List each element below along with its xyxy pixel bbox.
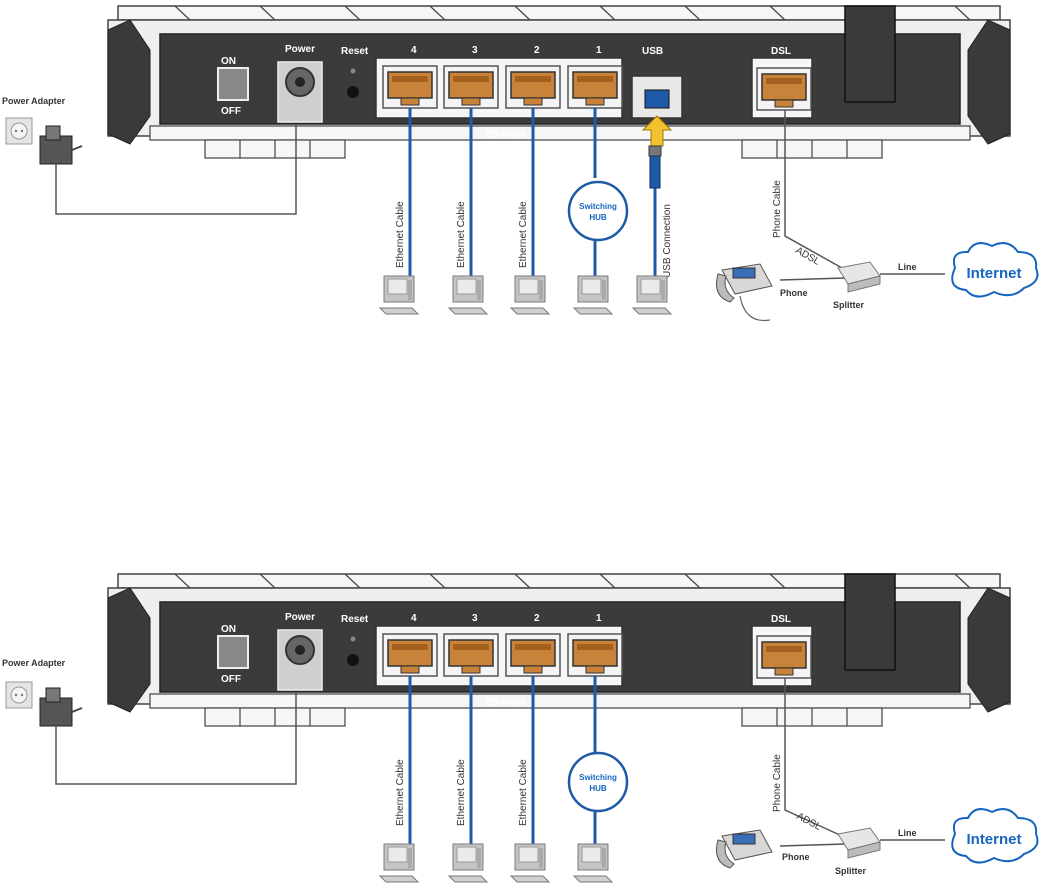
power-label: Power (285, 612, 315, 623)
power-cable (55, 692, 297, 785)
port-2-label: 2 (534, 613, 540, 624)
ethernet-port-2 (505, 633, 561, 677)
port-1-label: 1 (596, 45, 602, 56)
dsl-port (756, 635, 812, 679)
dsl-label: DSL (771, 614, 791, 625)
port-4-label: 4 (411, 613, 417, 624)
ethernet-cable-label-2: Ethernet Cable (518, 759, 529, 826)
line-label: Line (898, 828, 917, 838)
ethernet-cable-label-4: Ethernet Cable (395, 201, 406, 268)
reset-label: Reset (341, 46, 369, 57)
ethernet-port-2 (505, 65, 561, 109)
internet-cloud-icon (951, 808, 1039, 864)
ethernet-port-1 (567, 633, 623, 677)
hub-label-line1: Switching (579, 773, 617, 782)
ethernet-cable-label-3: Ethernet Cable (456, 759, 467, 826)
splitter-icon (837, 261, 881, 293)
diagram-without-usb: Power Adapter ON OFF Power Reset 4 3 2 1… (2, 573, 1039, 883)
ethernet-port-1 (567, 65, 623, 109)
dsl-label: DSL (771, 46, 791, 57)
power-adapter-label: Power Adapter (2, 96, 66, 106)
ethernet-port-3 (443, 633, 499, 677)
telephone-icon (716, 263, 773, 322)
phone-cable (779, 678, 945, 847)
internet-cloud-icon (951, 242, 1039, 298)
pc-icon (448, 843, 488, 883)
hub-label-line2: HUB (589, 213, 607, 222)
hub-label-line2: HUB (589, 784, 607, 793)
switch-on-label: ON (221, 624, 236, 635)
phone-cable-label: Phone Cable (772, 754, 783, 812)
internet-label: Internet (966, 265, 1021, 282)
wall-outlet-icon (5, 681, 33, 709)
hub-label-line1: Switching (579, 202, 617, 211)
switching-hub (567, 751, 629, 813)
usb-label: USB (642, 46, 663, 57)
power-adapter-icon (39, 125, 83, 165)
pc-icon (379, 275, 419, 315)
usb-port (631, 75, 683, 119)
diagram-with-usb: Power Adapter ON OFF Power Reset 4 3 2 1… (2, 5, 1039, 322)
port-2-label: 2 (534, 45, 540, 56)
line-label: Line (898, 262, 917, 272)
ethernet-cable-label-4: Ethernet Cable (395, 759, 406, 826)
splitter-icon (837, 827, 881, 859)
ethernet-label: Ethernet (485, 129, 526, 140)
pc-icon (510, 843, 550, 883)
phone-label: Phone (780, 288, 808, 298)
pc-icon (573, 843, 613, 883)
ethernet-cable-label-3: Ethernet Cable (456, 201, 467, 268)
telephone-icon (716, 829, 773, 869)
usb-connection-label: USB Connection (662, 204, 673, 278)
switching-hub (567, 180, 629, 242)
internet-label: Internet (966, 831, 1021, 848)
dsl-port (756, 67, 812, 111)
splitter-label: Splitter (835, 866, 867, 876)
ethernet-port-4 (382, 633, 438, 677)
ethernet-port-3 (443, 65, 499, 109)
switch-off-label: OFF (221, 674, 241, 685)
ethernet-port-4 (382, 65, 438, 109)
power-label: Power (285, 44, 315, 55)
ethernet-cable-label-2: Ethernet Cable (518, 201, 529, 268)
port-1-label: 1 (596, 613, 602, 624)
phone-cable (779, 110, 945, 281)
port-4-label: 4 (411, 45, 417, 56)
power-adapter-icon (39, 687, 83, 727)
switch-on-label: ON (221, 56, 236, 67)
phone-cable-label: Phone Cable (772, 180, 783, 238)
pc-icon (510, 275, 550, 315)
reset-label: Reset (341, 614, 369, 625)
port-3-label: 3 (472, 45, 478, 56)
adsl-label: ADSL (795, 811, 824, 833)
pc-icon (632, 275, 672, 315)
pc-icon (448, 275, 488, 315)
power-cable (55, 124, 297, 215)
phone-label: Phone (782, 852, 810, 862)
power-adapter-label: Power Adapter (2, 658, 66, 668)
pc-icon (379, 843, 419, 883)
switch-off-label: OFF (221, 106, 241, 117)
port-3-label: 3 (472, 613, 478, 624)
wall-outlet-icon (5, 117, 33, 145)
pc-icon (573, 275, 613, 315)
splitter-label: Splitter (833, 300, 865, 310)
ethernet-label: Ethernet (485, 697, 526, 708)
